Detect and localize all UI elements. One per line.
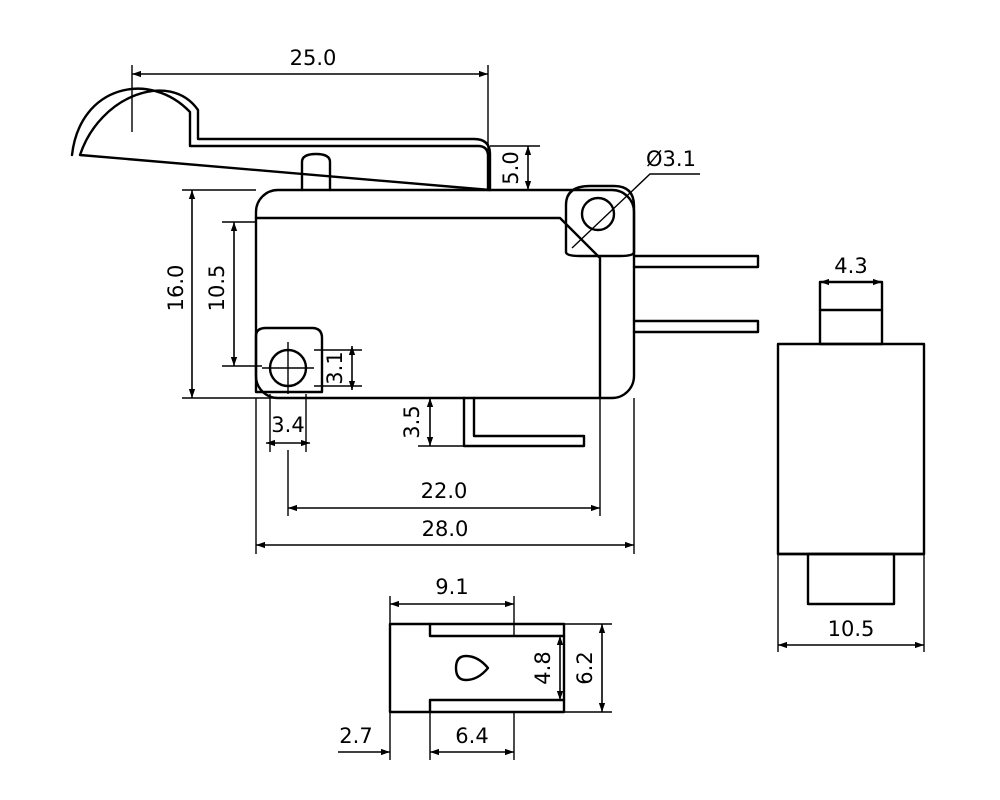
dim-hole-spacing-vertical: 10.5 xyxy=(205,265,229,312)
dim-terminal-tip: 2.7 xyxy=(339,724,372,748)
dim-hole-spacing-horizontal: 22.0 xyxy=(421,479,468,503)
terminal-bottom xyxy=(462,396,586,448)
dim-hole-offset: 3.4 xyxy=(271,413,304,437)
dim-terminal-slot-width: 4.8 xyxy=(531,651,555,684)
mount-boss-lower xyxy=(254,326,324,394)
terminal-slot xyxy=(428,622,566,714)
lever-arm xyxy=(70,87,492,192)
dim-terminal-width: 6.2 xyxy=(573,651,597,684)
terminal-dimensions: 9.1 4.8 6.2 2.7 6.4 xyxy=(338,575,612,760)
front-dimensions: 25.0 5.0 Ø3.1 16.0 10.5 3.1 3.4 3.5 22.0 xyxy=(131,46,700,554)
side-view xyxy=(776,280,926,606)
mount-hole-upper xyxy=(580,196,616,232)
dim-mount-hole-diameter: Ø3.1 xyxy=(646,147,696,171)
dim-hole-diameter: 3.1 xyxy=(323,351,347,384)
switch-body xyxy=(254,188,636,400)
side-base xyxy=(806,552,896,606)
body-inner-edge xyxy=(254,216,602,400)
front-view xyxy=(70,87,760,448)
side-plunger xyxy=(818,280,884,346)
dim-body-width: 10.5 xyxy=(828,617,875,641)
hole-centerlines xyxy=(262,342,314,394)
side-dimensions: 4.3 10.5 xyxy=(777,254,925,652)
dim-body-height: 16.0 xyxy=(164,265,188,312)
terminal-upper xyxy=(632,254,760,269)
dim-lever-height: 5.0 xyxy=(499,151,523,184)
mount-boss-upper xyxy=(564,184,636,258)
terminal-lower xyxy=(632,319,760,334)
terminal-hole xyxy=(454,654,490,682)
dim-terminal-length: 9.1 xyxy=(435,575,468,599)
dim-terminal-offset: 3.5 xyxy=(400,405,424,438)
dim-body-length: 28.0 xyxy=(422,517,469,541)
dim-plunger-width: 4.3 xyxy=(834,254,867,278)
dim-lever-length: 25.0 xyxy=(290,46,337,70)
side-body xyxy=(776,342,926,556)
dim-terminal-slot-length: 6.4 xyxy=(455,724,488,748)
plunger xyxy=(300,152,332,192)
